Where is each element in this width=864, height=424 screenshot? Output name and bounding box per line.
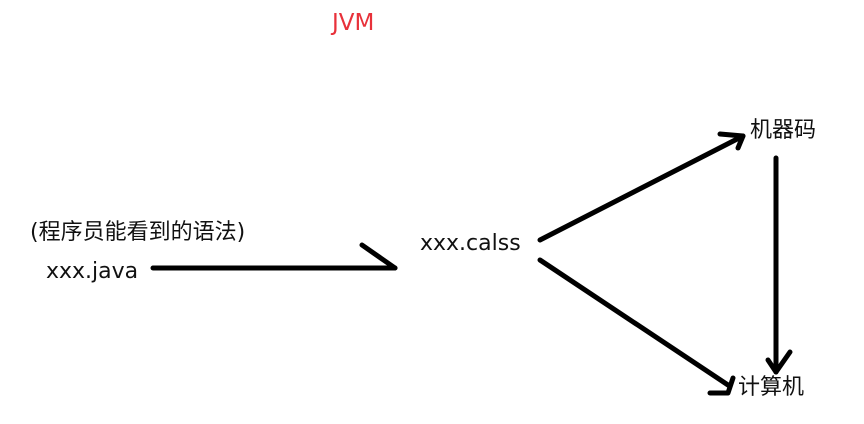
- arrow-java-to-class: [150, 242, 398, 271]
- arrow-class-to-computer: [537, 257, 736, 396]
- java-source-node: xxx.java: [46, 259, 139, 284]
- class-file-node: xxx.calss: [420, 231, 521, 256]
- arrow-machine-code-to-computer: [765, 155, 793, 375]
- source-note-label: (程序员能看到的语法): [30, 220, 246, 245]
- arrow-class-to-machine-code: [537, 131, 746, 243]
- machine-code-node: 机器码: [750, 118, 817, 143]
- diagram-title: JVM: [332, 10, 375, 36]
- computer-node: 计算机: [738, 375, 805, 400]
